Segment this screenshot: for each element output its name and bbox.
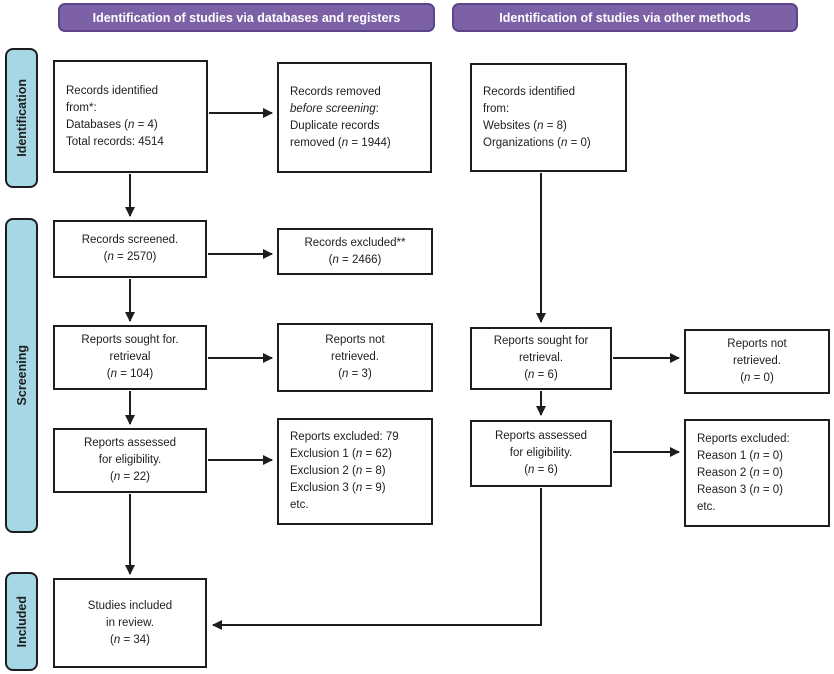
box-records-screened-text: Records screened.(n = 2570) <box>81 234 179 263</box>
box-records-excluded: Records excluded**(n = 2466) <box>277 228 433 275</box>
header-other-methods-label: Identification of studies via other meth… <box>499 10 751 25</box>
header-databases-registers-label: Identification of studies via databases … <box>92 10 401 25</box>
stage-label-identification: Identification <box>5 48 38 188</box>
header-databases-registers: Identification of studies via databases … <box>58 3 435 32</box>
header-other-methods: Identification of studies via other meth… <box>452 3 798 32</box>
box-reports-sought-databases-text: Reports sought for.retrieval(n = 104) <box>81 334 179 380</box>
stage-label-screening: Screening <box>5 218 38 533</box>
box-reports-sought-databases: Reports sought for.retrieval(n = 104) <box>53 325 207 390</box>
box-reports-excluded-other: Reports excluded:Reason 1 (n = 0)Reason … <box>684 419 830 527</box>
stage-label-screening-text: Screening <box>14 345 29 406</box>
stage-label-included: Included <box>5 572 38 671</box>
stage-label-included-text: Included <box>14 595 29 648</box>
box-records-screened: Records screened.(n = 2570) <box>53 220 207 278</box>
stage-label-identification-text: Identification <box>14 79 29 157</box>
box-records-excluded-text: Records excluded**(n = 2466) <box>304 236 406 266</box>
box-reports-excluded-other-text: Reports excluded:Reason 1 (n = 0)Reason … <box>697 432 790 513</box>
